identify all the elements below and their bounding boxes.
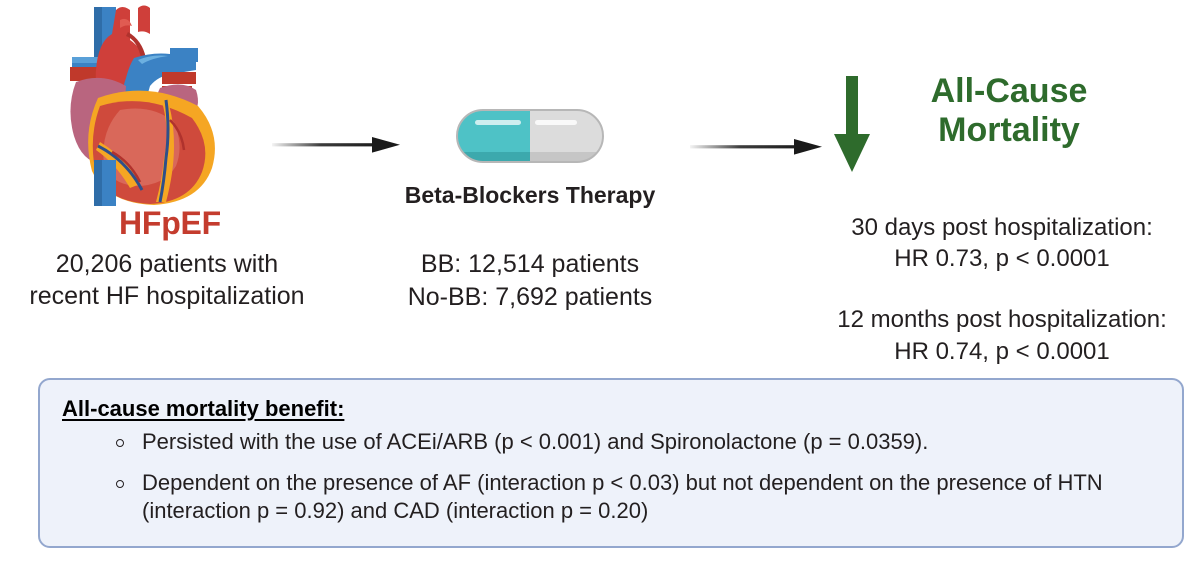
therapy-arm-counts: BB: 12,514 patients No-BB: 7,692 patient… (370, 248, 690, 313)
population-caption-line-2: recent HF hospitalization (29, 282, 305, 310)
stat-group-30-days: 30 days post hospitalization: HR 0.73, p… (812, 212, 1192, 274)
condition-label: HFpEF (118, 205, 222, 241)
stat-timepoint: 30 days post hospitalization: (851, 214, 1153, 241)
benefit-callout-box: All-cause mortality benefit: Persisted w… (38, 378, 1184, 548)
therapy-title: Beta-Blockers Therapy (404, 182, 656, 208)
outcome-statistics: 30 days post hospitalization: HR 0.73, p… (812, 212, 1192, 367)
outcome-header: All-Cause Mortality (832, 72, 1132, 174)
anatomical-heart-illustration (42, 2, 272, 207)
list-item: Persisted with the use of ACEi/ARB (p < … (112, 428, 1160, 457)
outcome-title: All-Cause Mortality (886, 72, 1132, 150)
outcome-title-line-2: Mortality (938, 110, 1080, 149)
therapy-arm-bb: BB: 12,514 patients (420, 250, 640, 278)
outcome-title-line-1: All-Cause (930, 72, 1088, 110)
population-caption-line-1: 20,206 patients with (55, 250, 279, 278)
down-arrow-icon (832, 76, 872, 174)
stat-result: HR 0.74, p < 0.0001 (894, 337, 1110, 365)
stat-group-12-months: 12 months post hospitalization: HR 0.74,… (812, 304, 1192, 366)
population-caption: 20,206 patients with recent HF hospitali… (0, 248, 342, 312)
list-item: Dependent on the presence of AF (interac… (112, 469, 1160, 526)
capsule-pill-icon (455, 108, 605, 164)
benefit-box-title: All-cause mortality benefit: (62, 396, 345, 421)
stat-timepoint: 12 months post hospitalization: (837, 306, 1167, 334)
flow-arrow-right (690, 132, 822, 162)
flow-arrow-right (272, 130, 400, 160)
stat-result: HR 0.73, p < 0.0001 (894, 245, 1110, 273)
therapy-arm-no-bb: No-BB: 7,692 patients (407, 282, 653, 311)
benefit-bullet-list: Persisted with the use of ACEi/ARB (p < … (62, 428, 1160, 526)
